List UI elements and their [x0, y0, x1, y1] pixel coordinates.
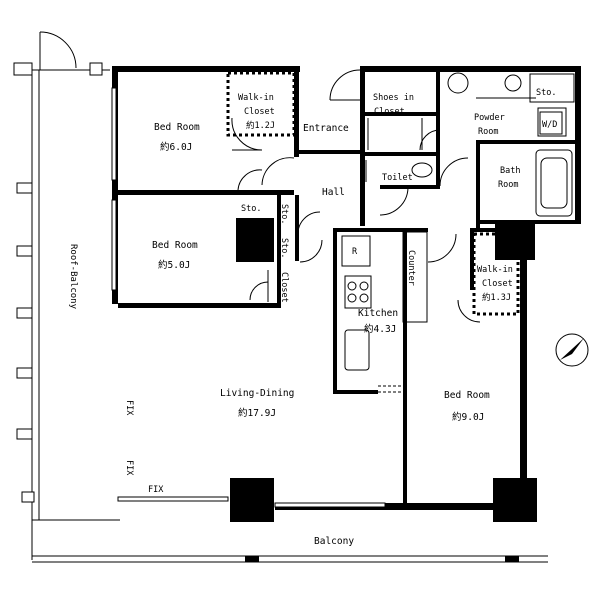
bedroom-1-size: 約6.0J — [160, 141, 192, 153]
kitchen-size: 約4.3J — [364, 323, 396, 335]
roof-balcony-door — [39, 31, 77, 70]
compass-icon — [555, 333, 589, 367]
bath-room-line1: Bath — [500, 166, 520, 176]
bedroom-3-size: 約9.0J — [452, 411, 484, 423]
walk-in-closet-2-outline — [472, 232, 520, 316]
fix-label-3: FIX — [148, 485, 164, 495]
toilet-fixture — [365, 160, 433, 182]
storage-label-c: Sto. — [279, 238, 289, 258]
balcony-posts — [245, 556, 519, 562]
powder-room-line1: Powder — [474, 113, 505, 123]
washer-dryer-label: W/D — [542, 120, 557, 130]
shoes-closet-fixture — [367, 118, 423, 150]
bedroom-2-name: Bed Room — [152, 240, 198, 251]
storage-label-a: Sto. — [241, 204, 261, 214]
fix-label-2: FIX — [124, 460, 134, 476]
shoes-closet-line1: Shoes in — [373, 93, 414, 103]
entrance-label: Entrance — [303, 123, 349, 134]
roof-balcony-outline — [31, 69, 120, 521]
fix-label-1: FIX — [124, 400, 134, 416]
doors — [231, 69, 481, 323]
bedroom-3-name: Bed Room — [444, 390, 490, 401]
columns — [230, 218, 537, 522]
closet-label: Closet — [279, 272, 289, 303]
wic-2-line1: Walk-in — [477, 265, 513, 275]
walk-in-closet-1-outline — [226, 71, 296, 137]
room-labels: Bed Room 約6.0J Bed Room 約5.0J Bed Room 約… — [68, 93, 520, 547]
wic-1-size: 約1.2J — [246, 120, 275, 131]
toilet-label: Toilet — [382, 173, 413, 183]
balcony-label: Balcony — [314, 536, 354, 547]
storage-label-b: Sto. — [279, 204, 289, 224]
kitchen-name: Kitchen — [358, 308, 398, 319]
wic-2-size: 約1.3J — [482, 292, 511, 303]
wic-1-line2: Closet — [244, 107, 275, 117]
storage-top-right-outline — [529, 73, 575, 137]
windows-perimeter — [111, 87, 386, 508]
kitchen-fixtures — [341, 231, 428, 371]
roof-balcony-label: Roof-Balcony — [68, 244, 78, 310]
bath-room-line2: Room — [498, 180, 518, 190]
closet-doors — [249, 270, 269, 302]
interior-walls — [118, 66, 576, 508]
shoes-closet-line2: Closet — [374, 107, 405, 117]
hall-label: Hall — [322, 187, 345, 198]
counter-dashed — [378, 385, 403, 393]
bath-fixtures — [447, 72, 573, 217]
fridge-label: R — [352, 247, 358, 257]
fixture-labels: Sto. Sto. Sto. Sto. W/D R Counter Closet… — [124, 88, 557, 495]
storage-label-d: Sto. — [536, 88, 556, 98]
powder-room-line2: Room — [478, 127, 498, 137]
living-dining-size: 約17.9J — [238, 407, 276, 419]
bedroom-1-name: Bed Room — [154, 122, 200, 133]
wic-2-line2: Closet — [482, 279, 513, 289]
counter-label: Counter — [406, 250, 416, 286]
living-dining-name: Living-Dining — [220, 388, 294, 399]
wic-1-line1: Walk-in — [238, 93, 274, 103]
bedroom-2-size: 約5.0J — [158, 259, 190, 271]
roof-balcony-posts — [13, 62, 103, 503]
balcony-outline — [31, 520, 548, 563]
